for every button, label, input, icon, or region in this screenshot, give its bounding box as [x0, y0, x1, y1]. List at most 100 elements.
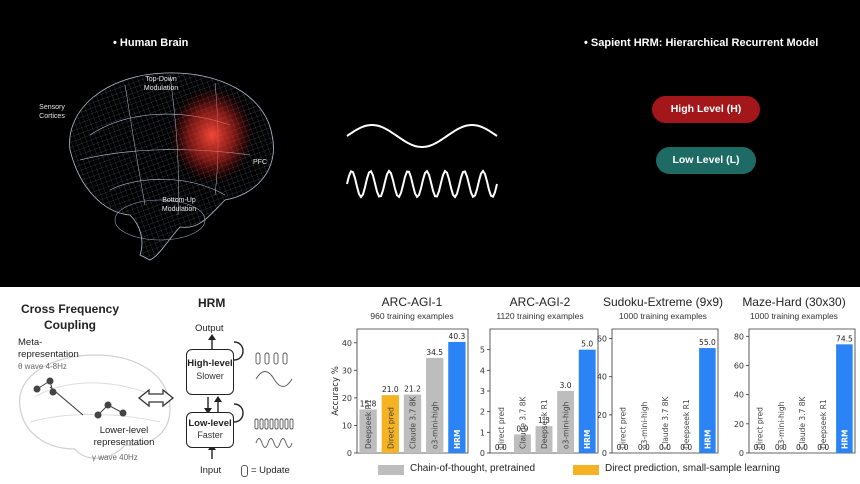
bar-value-label: 0.9 [516, 424, 528, 433]
chart-title-arc-agi-2: ARC-AGI-2 [509, 295, 571, 309]
bar-value-label: 0.0 [796, 443, 808, 452]
update-legend-label: = Update [251, 465, 290, 476]
bar [513, 434, 531, 453]
legend-swatch-direct [573, 465, 599, 475]
input-label: Input [200, 465, 222, 476]
y-tick-label: 2 [480, 408, 485, 417]
bar [403, 394, 422, 453]
y-tick-label: 0 [602, 449, 607, 458]
category-label: o3-mini-high [431, 401, 440, 449]
y-tick-label: 4 [480, 366, 485, 375]
bar [535, 426, 553, 453]
chart-subtitle-arc-agi-2: 1120 training examples [496, 311, 584, 321]
y-tick-label: 80 [734, 332, 744, 341]
bottom-up-modulation-label: Bottom-Up Modulation [161, 197, 197, 213]
meta-representation-label: Meta- representation [18, 337, 79, 360]
category-label: Direct pred [756, 407, 765, 449]
high-level-module: High-level Slower [186, 349, 234, 395]
category-label: o3-mini-high [640, 401, 649, 449]
bar [836, 344, 853, 453]
y-tick-label: 5 [480, 346, 485, 355]
bar [448, 341, 466, 453]
output-label: Output [195, 323, 224, 334]
y-tick-label: 0 [480, 449, 485, 458]
bar-value-label: 0.0 [617, 443, 629, 452]
legend-label-cot: Chain-of-thought, pretrained [410, 463, 536, 474]
chart-frame [611, 328, 719, 454]
coupling-title-line2: Coupling [44, 318, 96, 332]
top-down-modulation-label: Top-Down Modulation [143, 76, 179, 92]
bar-value-label: 0.0 [638, 443, 650, 452]
chart-frame [748, 328, 856, 454]
high-level-pill: High Level (H) [652, 96, 760, 123]
y-tick-label: 20 [342, 394, 352, 403]
category-label: Direct pred [497, 407, 506, 449]
lower-level-representation-label: Lower-level representation [93, 425, 155, 448]
chart-subtitle-sudoku: 1000 training examples [619, 311, 707, 321]
sapient-hrm-header: • Sapient HRM: Hierarchical Recurrent Mo… [584, 37, 819, 49]
bar-value-label: 55.0 [699, 338, 716, 347]
bar-value-label: 21.0 [382, 385, 399, 394]
y-tick-label: 30 [342, 366, 352, 375]
category-label: HRM [840, 429, 849, 449]
slow-wave [346, 124, 498, 148]
update-rhythm-icons [254, 352, 294, 448]
theta-wave-label: θ wave 4-8Hz [18, 362, 67, 371]
bar [699, 348, 716, 453]
bar-value-label: 0.0 [817, 443, 829, 452]
bar [359, 409, 377, 453]
low-level-module: Low-level Faster [186, 412, 234, 448]
bar-value-label: 0.0 [495, 443, 507, 452]
category-label: Claude 3.7 8K [518, 395, 527, 449]
bar-value-label: 0.0 [680, 443, 692, 452]
y-axis-label: Accuracy % [331, 366, 341, 416]
brain-vs-hrm-banner: • Human Brain • Sapient HRM: Hierarchica… [0, 0, 860, 287]
pfc-label: PFC [253, 159, 267, 166]
double-arrow-icon [137, 388, 175, 408]
bar-value-label: 5.0 [581, 340, 593, 349]
category-label: Claude 3.7 8K [409, 395, 418, 449]
category-label: o3-mini-high [562, 401, 571, 449]
bar-value-label: 74.5 [836, 334, 853, 343]
category-label: Claude 3.7 8K [798, 395, 807, 449]
category-label: Deepseek R1 [364, 399, 373, 449]
chart-title-maze: Maze-Hard (30x30) [742, 295, 846, 309]
category-label: HRM [453, 429, 462, 449]
frequency-waves [346, 124, 498, 199]
results-panel: Cross Frequency Coupling Meta- represent… [0, 287, 860, 484]
y-tick-label: 40 [597, 373, 607, 382]
high-level-title: High-level [187, 358, 233, 369]
fast-wave [346, 169, 498, 199]
bar [557, 391, 575, 453]
coupling-brain-sketch [19, 354, 171, 459]
y-tick-label: 1 [480, 428, 485, 437]
low-level-title: Low-level [188, 418, 232, 429]
y-tick-label: 20 [597, 411, 607, 420]
hrm-title: HRM [198, 296, 226, 310]
sensory-cortices-label: Sensory Cortices [39, 104, 65, 120]
high-level-speed: Slower [196, 371, 224, 381]
y-tick-label: 20 [734, 420, 744, 429]
bar-value-label: 1.3 [538, 416, 550, 425]
y-tick-label: 10 [342, 421, 352, 430]
chart-frame [356, 328, 469, 454]
category-label: o3-mini-high [777, 401, 786, 449]
y-tick-label: 0 [739, 449, 744, 458]
coupling-title-line1: Cross Frequency [20, 302, 120, 316]
chart-title-arc-agi-1: ARC-AGI-1 [381, 295, 443, 309]
y-tick-label: 60 [597, 335, 607, 344]
bar-value-label: 34.5 [426, 348, 443, 357]
bar [578, 349, 596, 453]
update-legend-icon [241, 465, 248, 477]
gamma-wave-label: γ wave 40Hz [92, 453, 138, 462]
category-label: Direct pred [619, 407, 628, 449]
pfc-highlight [170, 87, 254, 183]
coupling-title: Cross Frequency Coupling [10, 301, 130, 333]
wireframe-brain-image [69, 72, 274, 261]
bar-value-label: 3.0 [560, 381, 572, 390]
y-tick-label: 3 [480, 387, 485, 396]
legend-label-direct: Direct prediction, small-sample learning [605, 463, 781, 474]
low-level-speed: Faster [197, 430, 223, 440]
y-tick-label: 40 [734, 391, 744, 400]
